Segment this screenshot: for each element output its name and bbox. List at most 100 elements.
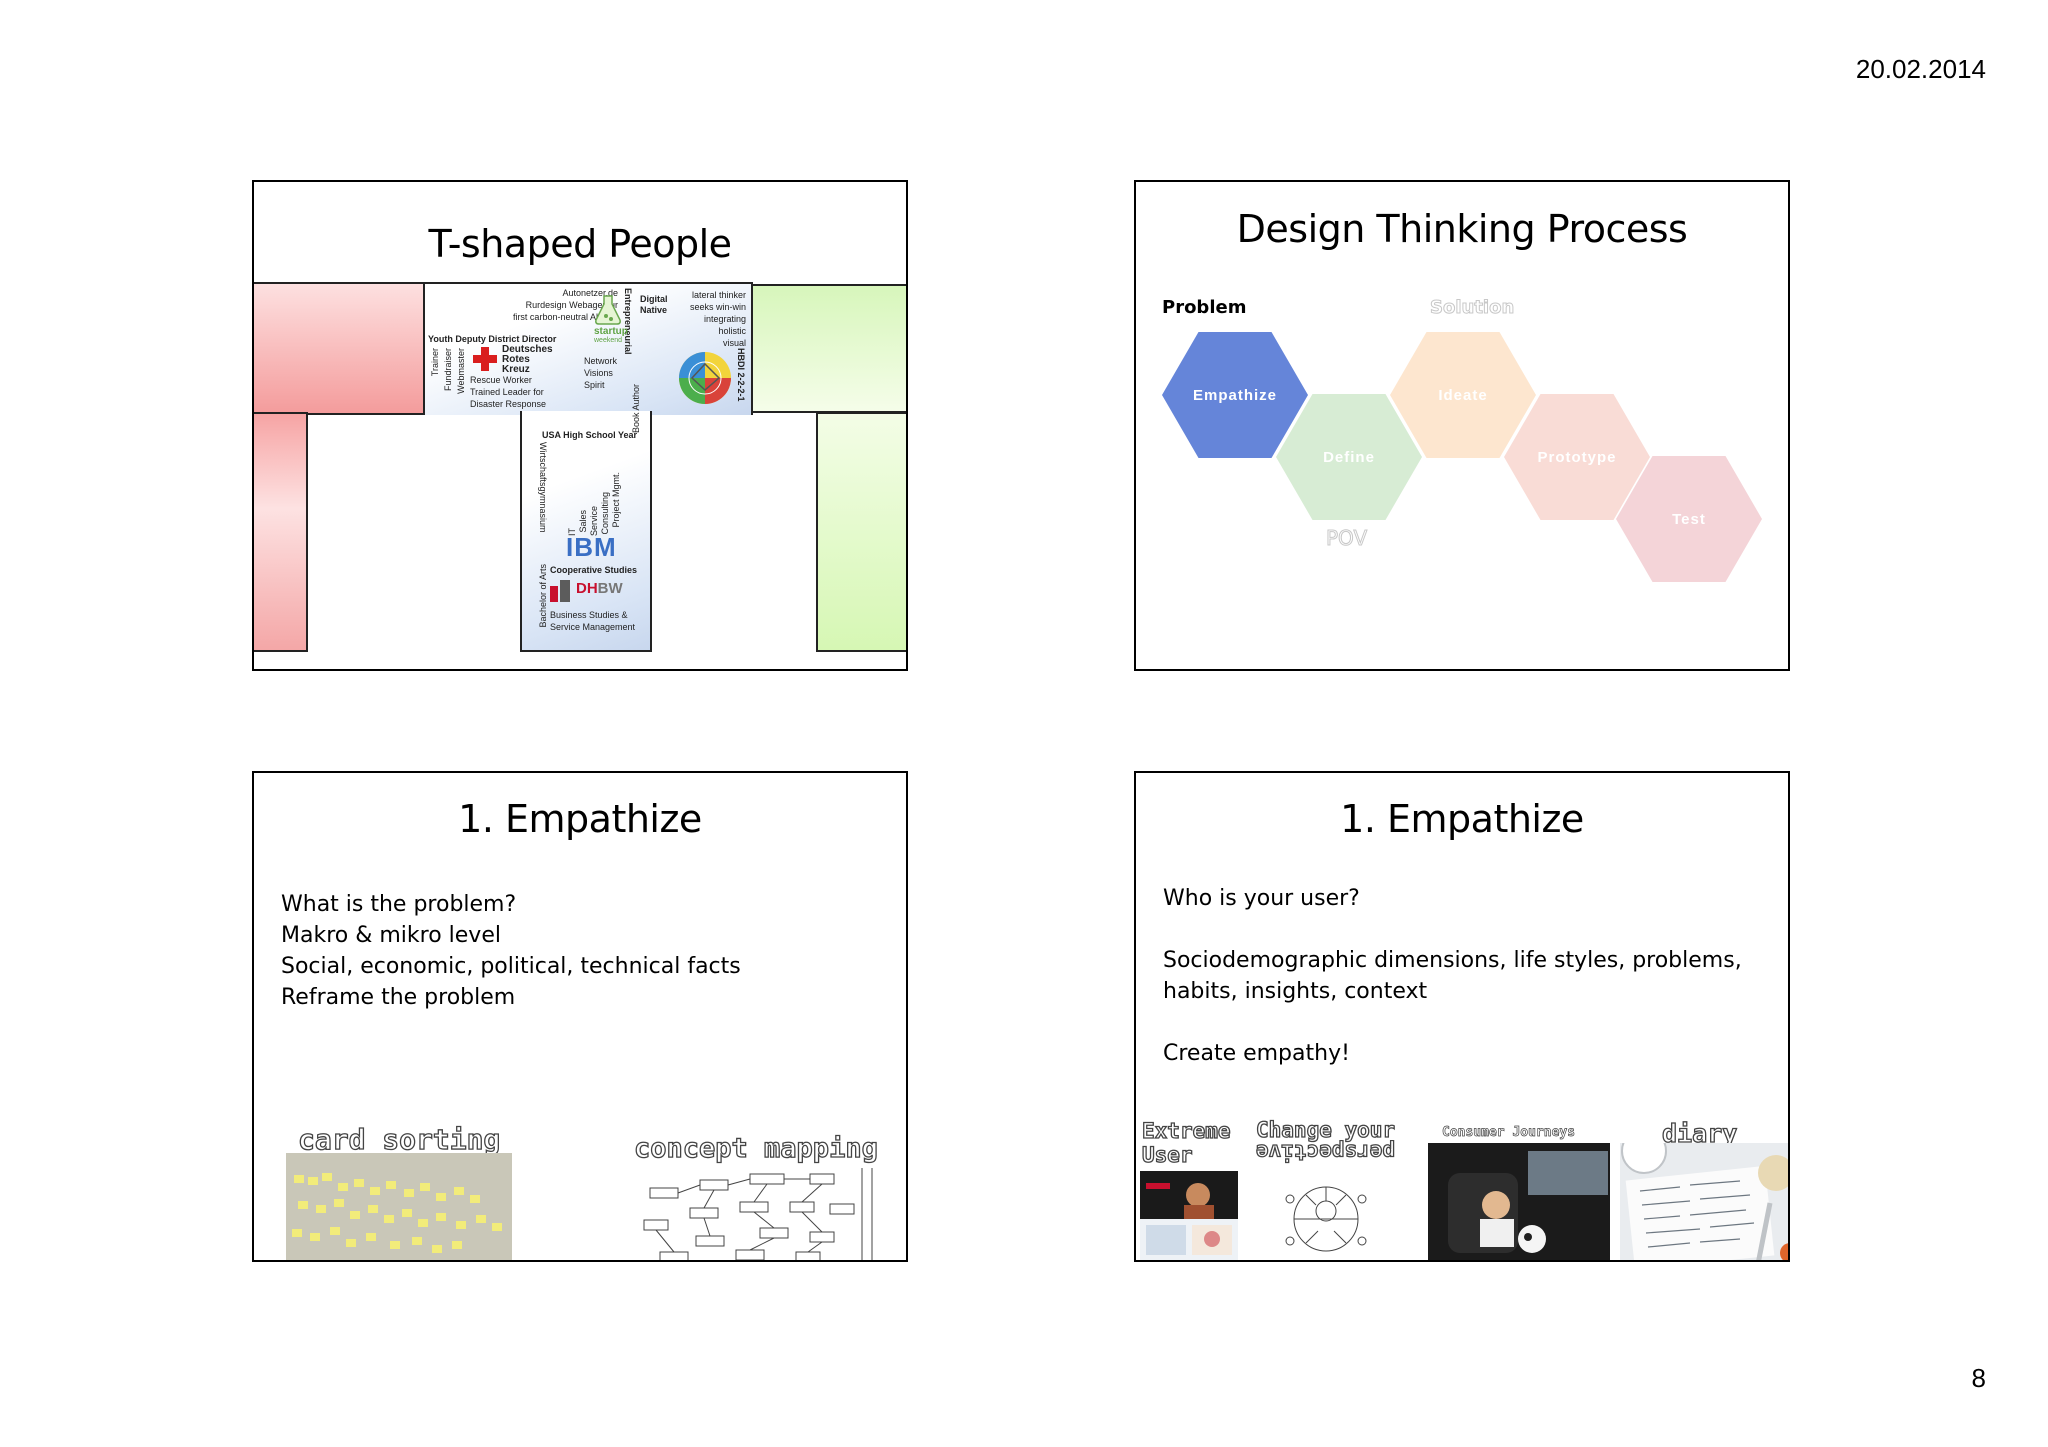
cv-business: Service Management <box>550 622 636 632</box>
card-sorting-photo <box>286 1153 512 1260</box>
hex-label: Define <box>1323 448 1375 466</box>
body-line: habits, insights, context <box>1163 979 1428 1004</box>
body-line: Social, economic, political, technical f… <box>281 954 741 979</box>
slide-title: Design Thinking Process <box>1236 207 1688 251</box>
slide-title: T-shaped People <box>428 222 732 266</box>
green-horizontal-bar <box>750 284 906 413</box>
cv-right-line: lateral thinker <box>691 290 746 300</box>
cv-usa: USA High School Year <box>542 430 638 440</box>
cv-hbdi: HBDI 2-2-2-1 <box>736 348 746 402</box>
consumer-journeys-caption: Consumer Journeys <box>1442 1125 1576 1141</box>
slide-t-shaped-people: T-shaped People Autonetzer.de Rurdesign … <box>252 180 908 671</box>
page-date: 20.02.2014 <box>1855 54 1986 84</box>
dhbw-dh: DH <box>576 580 598 597</box>
hex-prototype: Prototype <box>1504 394 1650 520</box>
problem-label: Problem <box>1162 297 1247 318</box>
cv-left-line: Rurdesign Webagentur <box>525 300 618 310</box>
cv-left-line: Autonetzer.de <box>562 288 618 298</box>
cv-rescue: Rescue Worker <box>470 375 532 385</box>
cv-left-line: first carbon-neutral Abifete <box>512 312 618 322</box>
pov-label: POV <box>1325 526 1368 551</box>
hex-ideate: Ideate <box>1390 332 1536 458</box>
body-line: What is the problem? <box>281 892 517 917</box>
caption-line: User <box>1141 1142 1193 1167</box>
hex-label: Empathize <box>1192 386 1277 404</box>
slide-design-thinking-process: Design Thinking Process Problem Solution… <box>1134 180 1790 671</box>
cv-role: Webmaster <box>456 348 466 394</box>
cv-red-cross: Deutsches <box>502 344 553 355</box>
body-line: Makro & mikro level <box>281 923 501 948</box>
slide-title: 1. Empathize <box>1340 797 1584 841</box>
concept-mapping-caption: concept mapping <box>633 1132 878 1164</box>
slide-body: What is the problem? Makro & mikro level… <box>281 889 741 1013</box>
slide-empathize-user: 1. Empathize Who is your user? Sociodemo… <box>1134 771 1790 1262</box>
body-line: Create empathy! <box>1163 1041 1350 1066</box>
cv-ibm-role: Sales <box>578 510 588 533</box>
concept-map-diagram <box>643 1168 873 1260</box>
body-line <box>1163 914 1742 945</box>
hex-label: Prototype <box>1537 448 1617 466</box>
cv-youth: Youth Deputy District Director <box>428 334 557 344</box>
cv-rescue: Disaster Response <box>470 399 547 409</box>
hex-test: Test <box>1616 456 1762 582</box>
hex-label: Ideate <box>1438 386 1488 404</box>
caption-line: Change your <box>1255 1118 1396 1142</box>
t-stem <box>520 411 652 652</box>
change-perspective-caption: Change your perspective <box>1255 1118 1396 1164</box>
dhbw-label: DHBW <box>576 580 623 598</box>
slide-body: Who is your user? Sociodemographic dimen… <box>1163 883 1742 1069</box>
body-line <box>1163 1007 1742 1038</box>
cv-right-line: visual <box>722 338 746 348</box>
flask-icon <box>595 295 621 325</box>
cv-digital: Digital <box>640 294 668 304</box>
caption-line: Extreme <box>1141 1118 1231 1143</box>
hex-label: Test <box>1672 510 1706 528</box>
cv-startup: startup <box>594 326 628 337</box>
cv-role: Trainer <box>430 348 440 377</box>
cv-ibm-role: Project Mgmt. <box>611 472 621 528</box>
diary-photo <box>1620 1143 1788 1260</box>
hex-empathize: Empathize <box>1162 332 1308 458</box>
cv-business: Business Studies & <box>550 610 628 620</box>
extreme-user-photo <box>1140 1171 1238 1260</box>
concept-map-image <box>640 1168 880 1260</box>
dhbw-bw: BW <box>597 580 623 597</box>
t-top-bar <box>423 282 753 415</box>
cv-red-cross: Kreuz <box>502 364 530 375</box>
caption-line: perspective <box>1255 1139 1396 1164</box>
empathy-map-photo <box>1276 1169 1376 1260</box>
red-horizontal-bar <box>254 282 426 415</box>
page-number: 8 <box>1971 1363 1986 1393</box>
cv-startup-value: Visions <box>584 368 613 378</box>
cv-rescue: Trained Leader for <box>470 387 544 397</box>
dhbw-logo-icon <box>550 580 570 602</box>
cv-entrepreneurial: Entrepreneurial <box>623 288 633 355</box>
cv-bachelor: Bachelor of Arts <box>538 564 548 628</box>
cv-coop: Cooperative Studies <box>550 565 638 575</box>
cv-role: Fundraiser <box>443 348 453 392</box>
consumer-journeys-photo <box>1428 1143 1610 1260</box>
red-cross-icon <box>473 347 497 371</box>
hex-define: Define <box>1276 394 1422 520</box>
body-line: Sociodemographic dimensions, life styles… <box>1163 948 1742 973</box>
body-line: Who is your user? <box>1163 886 1360 911</box>
ibm-logo: IBM <box>566 532 617 562</box>
green-vertical-bar <box>816 412 906 652</box>
sticky-notes-image <box>286 1153 512 1260</box>
cv-right-line: holistic <box>718 326 746 336</box>
cv-right-line: integrating <box>703 314 746 324</box>
cv-book-author: Book Author <box>631 384 641 434</box>
extreme-user-image <box>1140 1171 1238 1260</box>
slide-empathize-problem: 1. Empathize What is the problem? Makro … <box>252 771 908 1262</box>
slide-title: 1. Empathize <box>458 797 702 841</box>
cv-ibm-role: Consulting <box>600 492 610 535</box>
empathy-map-image <box>1276 1169 1376 1260</box>
diary-image <box>1620 1143 1788 1260</box>
card-sorting-caption: card sorting <box>297 1122 501 1156</box>
cv-wirtschaft: Wirtschaftsgymnasium <box>538 442 548 533</box>
solution-label: Solution <box>1429 297 1515 319</box>
extreme-user-caption: Extreme User <box>1141 1118 1231 1167</box>
child-car-seat-image <box>1428 1143 1610 1260</box>
hbdi-wheel-icon <box>679 352 731 404</box>
red-vertical-bar <box>254 412 308 652</box>
